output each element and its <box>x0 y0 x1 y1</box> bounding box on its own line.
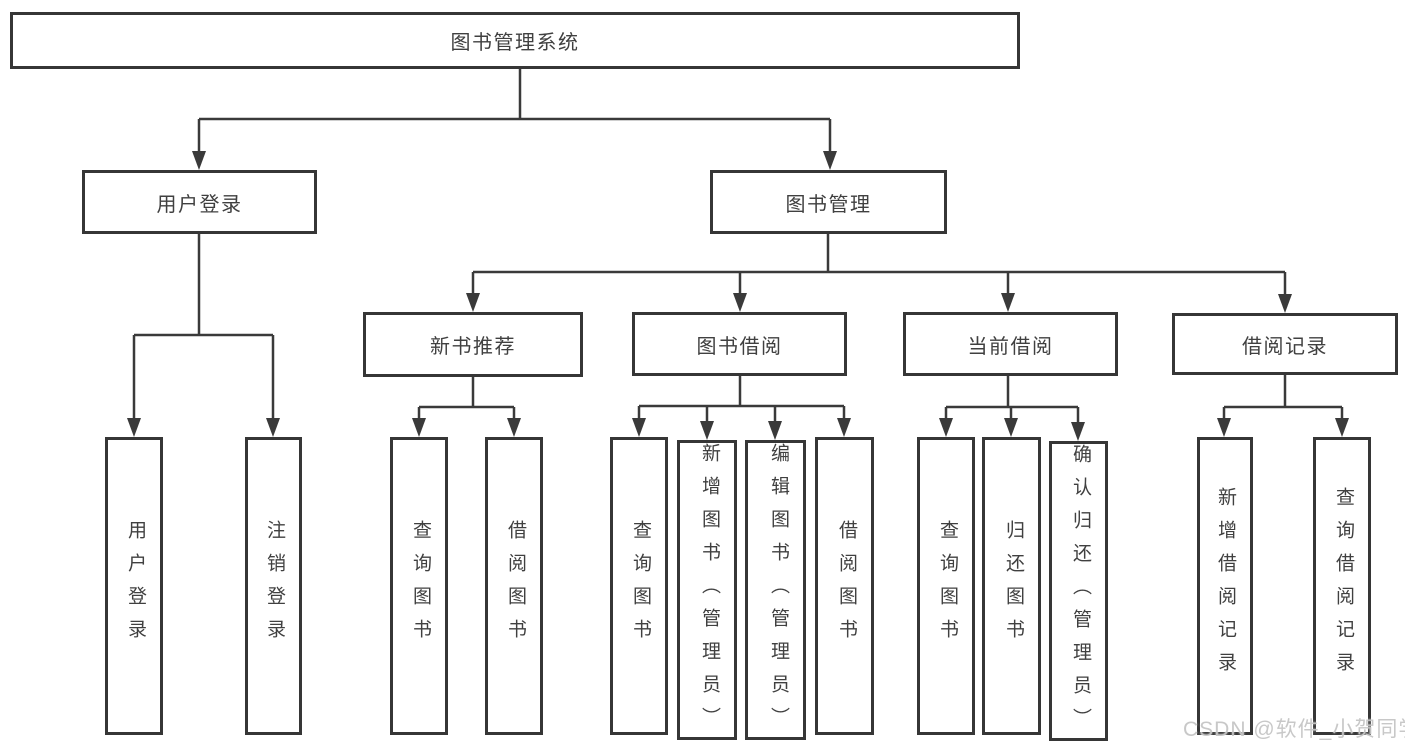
leaf-add-borrow-record: 新增借阅记录 <box>1197 437 1253 735</box>
leaf-query-book-newbook: 查询图书 <box>390 437 448 735</box>
leaf-query-borrow-record: 查询借阅记录 <box>1313 437 1371 735</box>
leaf-query-book-current: 查询图书 <box>917 437 975 735</box>
node-borrowing-records: 借阅记录 <box>1172 313 1398 375</box>
leaf-add-book-admin: 新增图书（管理员） <box>677 440 737 740</box>
node-new-book-recommend: 新书推荐 <box>363 312 583 377</box>
leaf-logout: 注销登录 <box>245 437 302 735</box>
leaf-query-book-borrow: 查询图书 <box>610 437 668 735</box>
node-user-login: 用户登录 <box>82 170 317 234</box>
leaf-confirm-return-admin: 确认归还（管理员） <box>1049 441 1108 741</box>
leaf-user-login: 用户登录 <box>105 437 163 735</box>
node-current-borrowing: 当前借阅 <box>903 312 1118 376</box>
leaf-borrow-book: 借阅图书 <box>815 437 874 735</box>
leaf-edit-book-admin: 编辑图书（管理员） <box>745 440 806 740</box>
node-book-borrowing: 图书借阅 <box>632 312 847 376</box>
leaf-borrow-book-newbook: 借阅图书 <box>485 437 543 735</box>
leaf-return-book: 归还图书 <box>982 437 1041 735</box>
arrowheads <box>127 151 1349 441</box>
node-book-management: 图书管理 <box>710 170 947 234</box>
node-library-management-system: 图书管理系统 <box>10 12 1020 69</box>
csdn-watermark: CSDN @软件_小贺同学 <box>1183 718 1405 741</box>
